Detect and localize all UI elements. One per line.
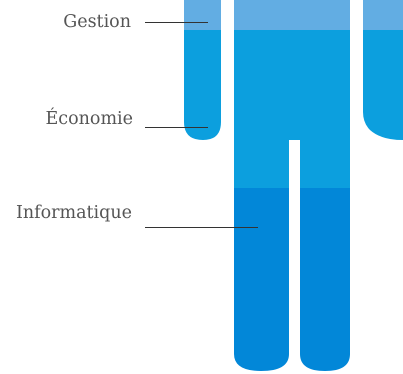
label-gestion: Gestion <box>63 12 131 32</box>
band-gestion <box>184 0 403 30</box>
label-economie: Économie <box>45 109 133 129</box>
label-informatique: Informatique <box>15 203 132 223</box>
